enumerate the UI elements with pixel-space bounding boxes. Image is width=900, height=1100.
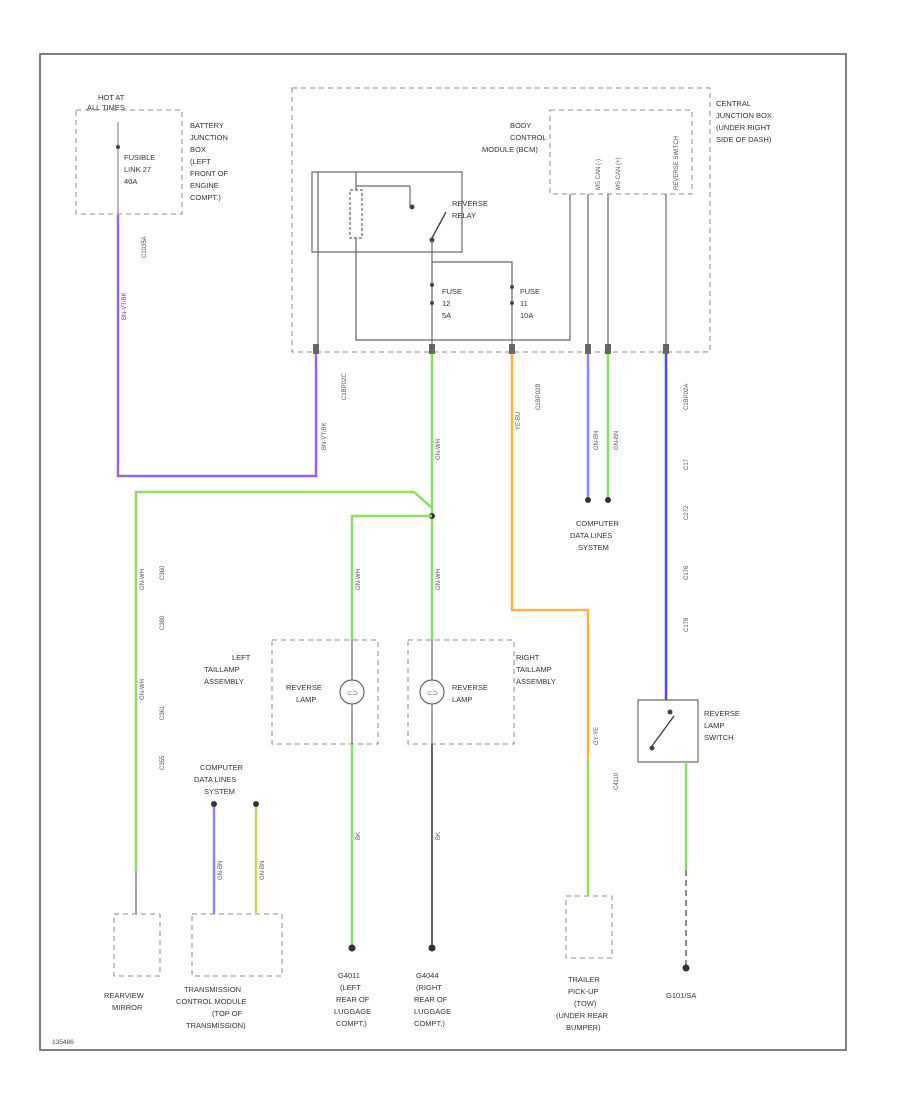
relay-switch-arm: [431, 211, 447, 239]
data-line-end-2: [605, 497, 611, 503]
fuse-12-terminal-top: [430, 283, 434, 287]
label-c355: C355: [160, 755, 166, 770]
connector-ticks: [313, 344, 669, 354]
relay-coil-feed: [355, 194, 571, 341]
left-taillamp-label: LEFT TAILLAMP ASSEMBLY: [204, 653, 252, 686]
label-green-left: GN-WH: [356, 569, 362, 590]
tcm-label: TRANSMISSION CONTROL MODULE (TOP OF TRAN…: [176, 985, 249, 1030]
rearview-mirror-connector: [113, 913, 161, 977]
right-bulb-filament: ⊂⊃: [427, 690, 438, 697]
battery-junction-box-label: BATTERY JUNCTION BOX (LEFT FRONT OF ENGI…: [190, 121, 230, 202]
label-c360: C360: [160, 565, 166, 580]
trailer-pickup-connector: [565, 895, 613, 959]
label-c272: C272: [684, 505, 690, 520]
ground-g101-label: G101/SA: [666, 991, 696, 1000]
label-tcm-wire-2: GN-BN: [260, 861, 266, 880]
body-control-module: [549, 109, 693, 195]
tcm-connector: [191, 913, 283, 977]
central-junction-box-label: CENTRAL JUNCTION BOX (UNDER RIGHT SIDE O…: [716, 99, 774, 144]
label-c178: C178: [684, 617, 690, 632]
reverse-relay-label: REVERSE RELAY: [452, 199, 490, 220]
fusible-link-terminal: [116, 145, 120, 149]
label-datalines-1: GN-BN: [594, 431, 600, 450]
ground-g4011-point: [348, 944, 356, 952]
reverse-switch-contact: [667, 709, 673, 715]
label-wire-bk-left: BK: [356, 832, 362, 840]
wire-orange-trailer: [510, 352, 590, 760]
label-gy: GY-YE: [594, 727, 600, 745]
fuse-11-terminal-bottom: [510, 301, 514, 305]
fuse-12-terminal-bottom: [430, 301, 434, 305]
label-c380: C380: [160, 615, 166, 630]
bcm-pin-ms-can-minus: MS CAN (-): [596, 159, 602, 190]
central-junction-box: [291, 87, 711, 353]
label-c17: C17: [684, 458, 690, 470]
label-orange: YE-BU: [516, 412, 522, 430]
fuse-12-label: FUSE 12 5A: [442, 287, 464, 320]
reverse-lamp-switch-box: [637, 699, 699, 763]
left-reverse-lamp-label: REVERSE LAMP: [286, 683, 324, 704]
tcm-data-end-2: [253, 801, 259, 807]
label-tcm-wire-1: GN-BN: [218, 861, 224, 880]
relay-to-fuses: [431, 240, 513, 286]
label-c1bp02a: C1BP02A: [684, 384, 690, 410]
left-bulb-filament: ⊂⊃: [347, 690, 358, 697]
wire-green-mirror: [134, 490, 433, 870]
ground-g4044-label: G4044 (RIGHT REAR OF LUGGAGE COMPT.): [414, 971, 453, 1028]
label-c1bp02b: C1BP02B: [536, 384, 542, 410]
tcm-data-end-1: [211, 801, 217, 807]
label-c4110: C4110: [614, 772, 620, 790]
computer-data-lines-label: COMPUTER DATA LINES SYSTEM: [570, 519, 621, 552]
ground-g4044-point: [428, 944, 436, 952]
diagram-frame: [39, 53, 847, 1051]
reverse-switch-arm: [651, 715, 675, 747]
label-wire-purple-2: BN-VT/BK: [322, 422, 328, 450]
label-green-mirror-1: GN-WH: [140, 569, 146, 590]
wire-green-left-lamp: [350, 514, 432, 640]
bcm-label: BODY CONTROL MODULE (BCM): [482, 121, 548, 154]
fusible-link-label: FUSIBLE LINK 27 40A: [124, 153, 157, 186]
right-taillamp-assembly: [407, 639, 515, 745]
label-green-mirror-2: GN-WH: [140, 679, 146, 700]
label-cbp-left: C1BP02C: [342, 373, 348, 400]
right-reverse-lamp-label: REVERSE LAMP: [452, 683, 490, 704]
reverse-relay-box: [311, 171, 463, 253]
reverse-lamp-switch-label: REVERSE LAMP SWITCH: [704, 709, 742, 742]
rearview-mirror-label: REARVIEW MIRROR: [104, 991, 146, 1012]
hot-at-label: HOT AT ALL TIMES: [87, 93, 126, 112]
label-green-right: GN-WH: [436, 569, 442, 590]
ground-g101-point: [682, 964, 690, 972]
reverse-switch-pivot: [649, 745, 655, 751]
label-c1035: C1035A: [142, 236, 148, 258]
trailer-pickup-label: TRAILER PICK-UP (TOW) (UNDER REAR BUMPER…: [556, 975, 610, 1032]
label-c176: C176: [684, 565, 690, 580]
label-c361: C361: [160, 705, 166, 720]
computer-data-lines-label-2: COMPUTER DATA LINES SYSTEM: [194, 763, 245, 796]
data-line-end-1: [585, 497, 591, 503]
label-datalines-2: GN-BN: [614, 431, 620, 450]
relay-contact: [409, 204, 415, 210]
battery-junction-box: [75, 109, 183, 215]
left-taillamp-assembly: [271, 639, 379, 745]
bcm-pin-reverse-switch: REVERSE SWITCH: [674, 136, 680, 190]
fuse-11-label: FUSE 11 10A: [520, 287, 542, 320]
diagram-id: 135486: [52, 1039, 74, 1046]
label-wire-purple: BN-VT/BK: [122, 292, 128, 320]
label-wire-bk-right: BK: [436, 832, 442, 840]
fuse-11-terminal-top: [510, 285, 514, 289]
bcm-pin-ms-can-plus: MS CAN (+): [616, 157, 622, 190]
relay-coil-box: [349, 189, 363, 239]
wire-purple-feed: [116, 215, 318, 478]
label-green-main: GN-WH: [436, 439, 442, 460]
ground-g4011-label: G4011 (LEFT REAR OF LUGGAGE COMPT.): [334, 971, 373, 1028]
right-taillamp-label: RIGHT TAILLAMP ASSEMBLY: [516, 653, 556, 686]
